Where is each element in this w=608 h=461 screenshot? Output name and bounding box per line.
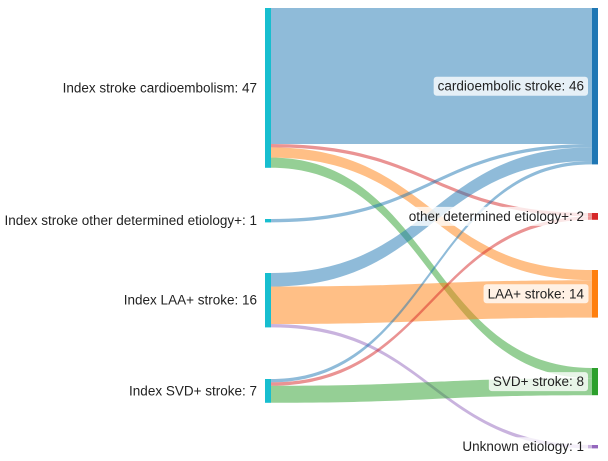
source-node-cardio (265, 8, 271, 168)
target-label-laa: LAA+ stroke: 14 (488, 286, 585, 301)
target-label-unknown: Unknown etiology: 1 (462, 439, 584, 454)
target-label-other: other determined etiology+: 2 (409, 209, 584, 224)
source-label-laa: Index LAA+ stroke: 16 (124, 293, 257, 308)
target-label-bg-svd (488, 372, 588, 392)
target-label-bg-laa (483, 284, 589, 304)
label-layer: Index stroke cardioembolism: 47 Index str… (4, 76, 589, 457)
target-node-cardio (592, 8, 598, 165)
target-label-bg-cardio (433, 76, 588, 96)
flow-other-to-cardio (271, 144, 592, 223)
source-node-other (265, 219, 271, 223)
flow-svd-to-cardio (271, 161, 592, 383)
target-node-unknown (592, 445, 598, 449)
target-label-bg-other (404, 206, 588, 226)
target-node-other (592, 213, 598, 220)
source-label-other: Index stroke other determined etiology+:… (4, 213, 257, 228)
target-label-svd: SVD+ stroke: 8 (493, 374, 584, 389)
target-node-svd (592, 368, 598, 396)
flow-svd-to-other (271, 216, 592, 386)
flow-cardio-to-svd (271, 157, 592, 379)
source-label-svd: Index SVD+ stroke: 7 (129, 383, 257, 398)
target-label-bg-unknown (458, 437, 588, 457)
target-label-cardio: cardioembolic stroke: 46 (438, 79, 584, 94)
flow-cardio-to-other (271, 144, 592, 217)
source-node-laa (265, 273, 271, 328)
node-layer (265, 8, 598, 449)
source-label-cardio: Index stroke cardioembolism: 47 (63, 80, 257, 95)
target-node-laa (592, 270, 598, 318)
flow-cardio-to-cardio (271, 8, 592, 144)
source-node-svd (265, 379, 271, 403)
